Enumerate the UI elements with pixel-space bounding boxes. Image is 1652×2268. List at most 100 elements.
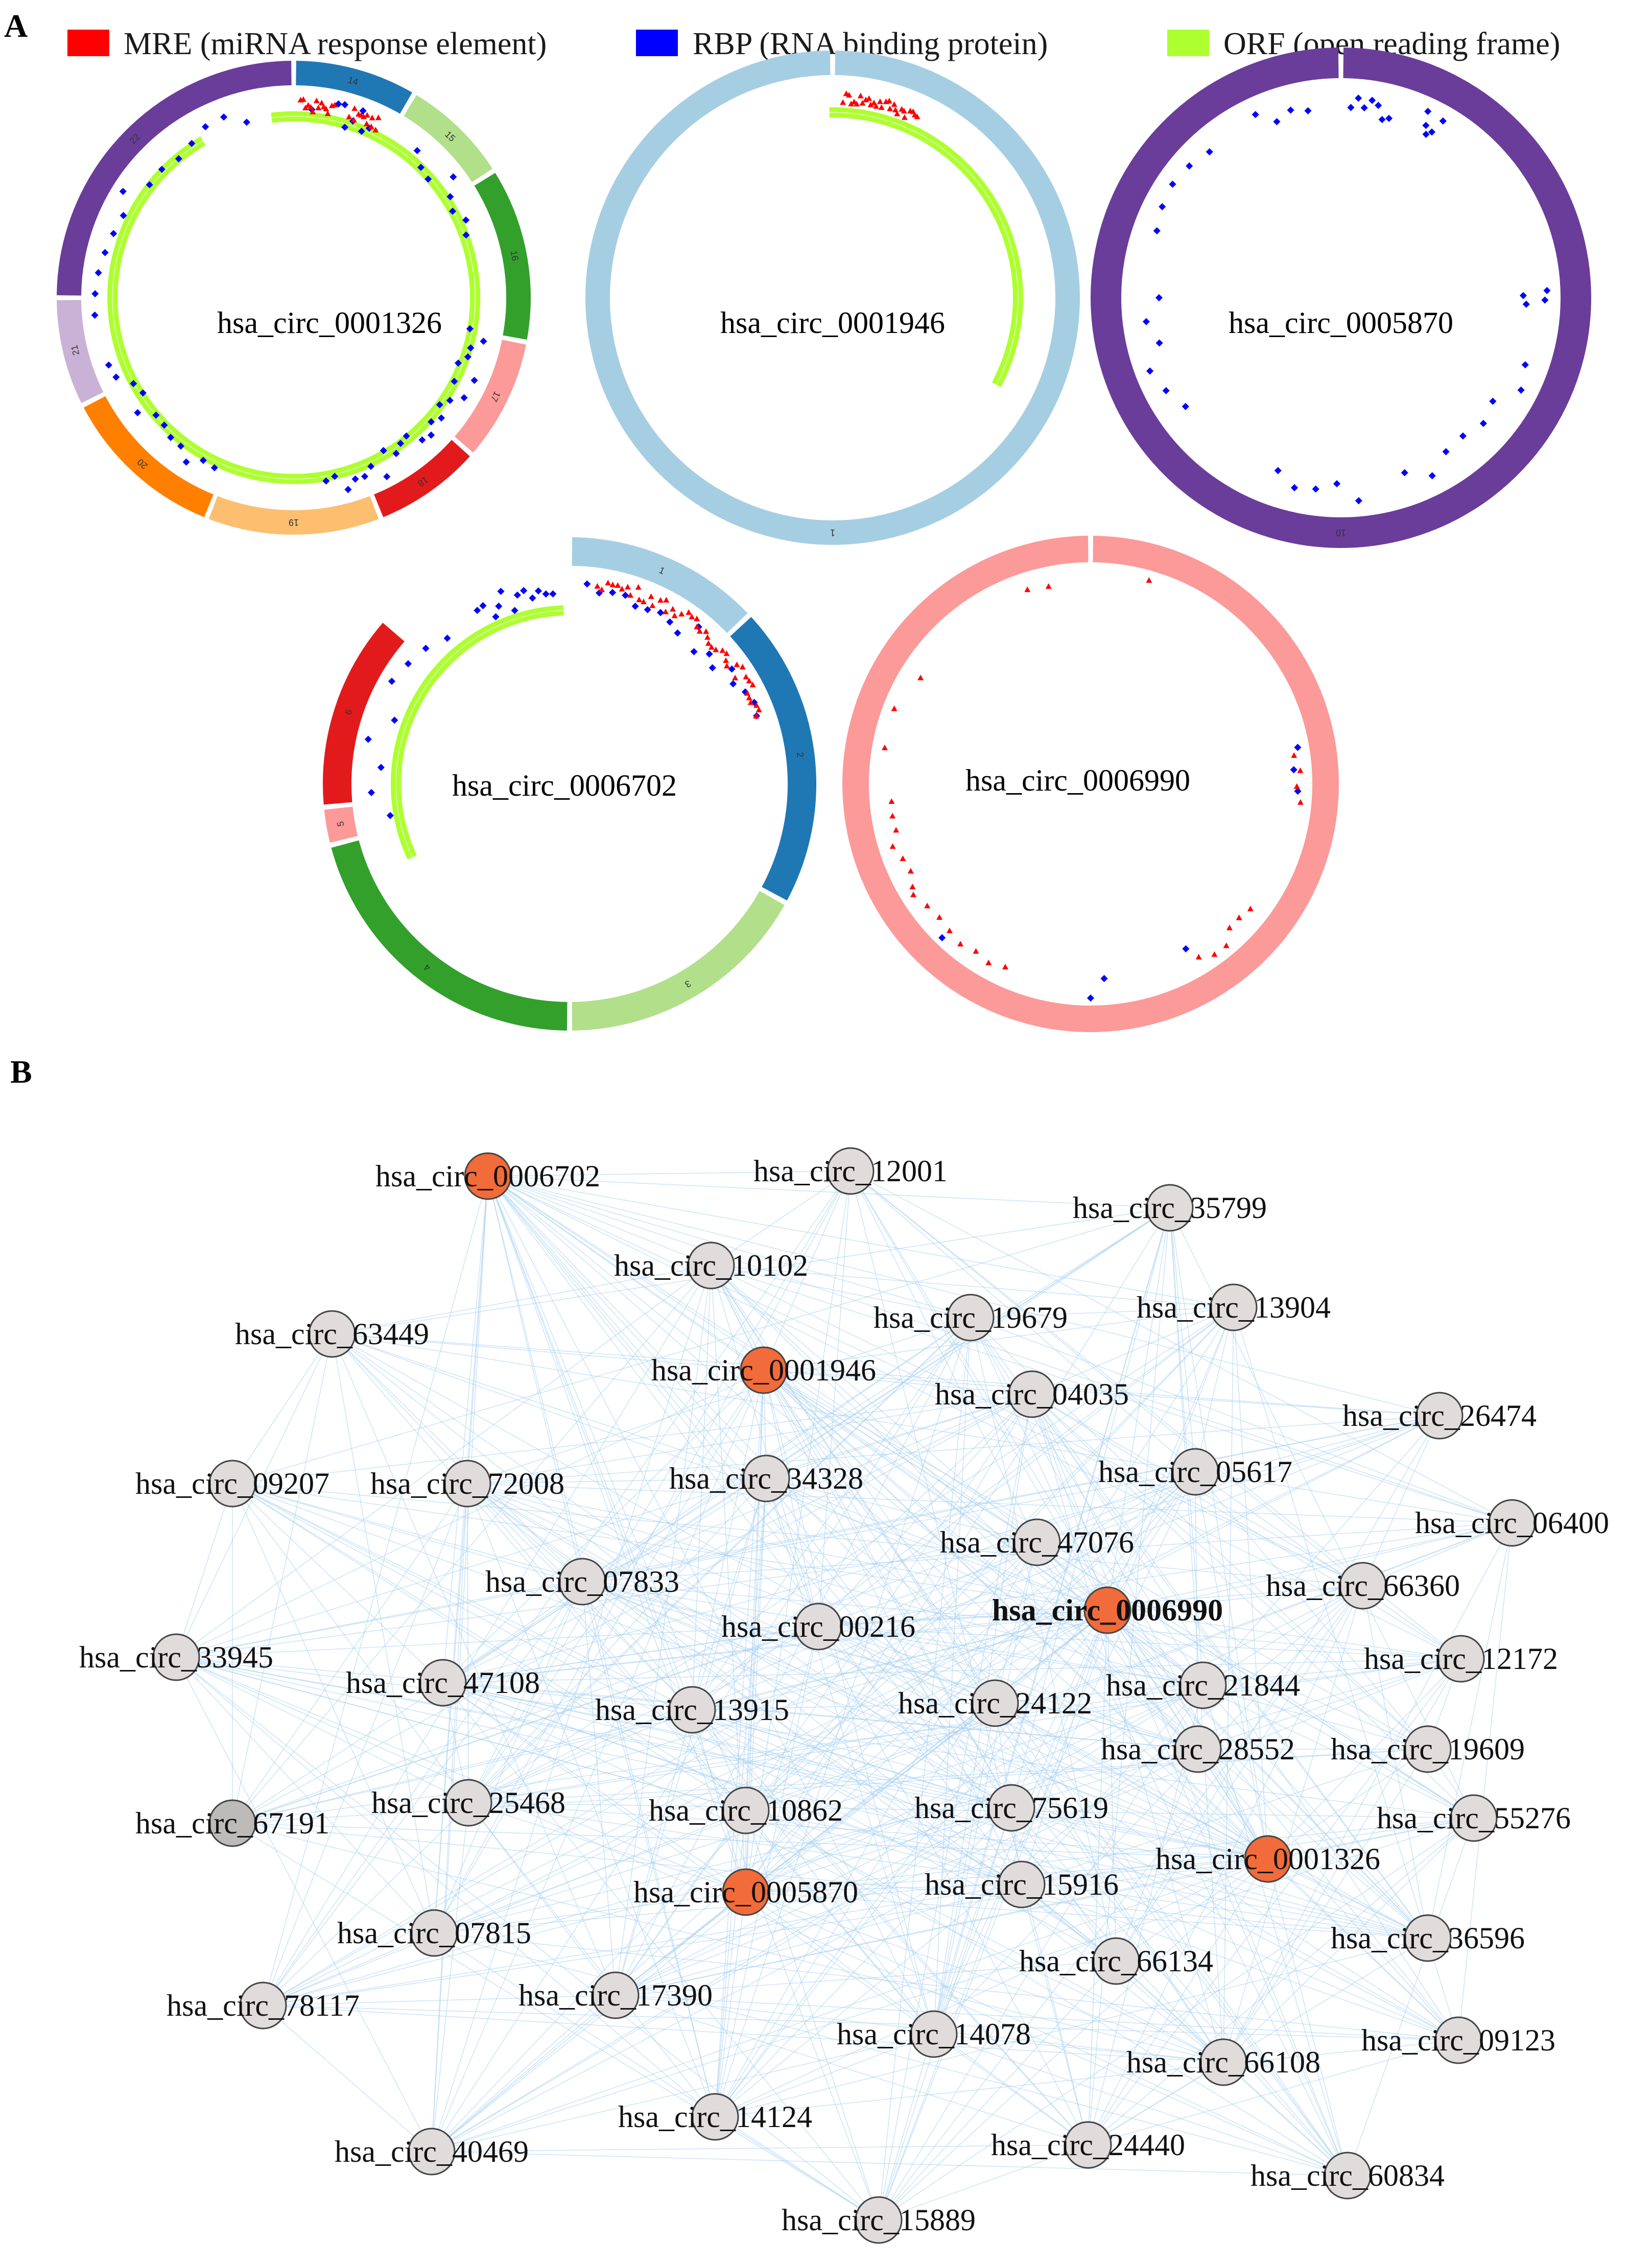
rbp-site <box>377 763 385 771</box>
mre-site <box>364 112 370 118</box>
network-edge <box>1107 1207 1170 1611</box>
circos-segment-label: 2 <box>795 752 806 758</box>
network-node-label: hsa_circ_66360 <box>1266 1569 1460 1603</box>
network-edge <box>1031 1394 1428 1939</box>
rbp-site <box>449 207 457 215</box>
network-edge <box>467 1394 1032 1484</box>
network-edge <box>332 1333 1268 1859</box>
network-node-label: hsa_circ_66134 <box>1019 1944 1213 1978</box>
network-node-circle <box>308 1310 356 1358</box>
network-edge <box>1031 1307 1234 1395</box>
rbp-site <box>351 475 359 483</box>
circos-segment-label: 5 <box>335 821 346 827</box>
circos-segment <box>323 623 405 805</box>
rbp-site <box>460 394 468 401</box>
circos-mre-track <box>882 577 1304 970</box>
network-edge <box>1169 1207 1196 1472</box>
network-edge <box>468 1610 1108 1803</box>
circos-mre-track <box>594 580 762 719</box>
rbp-site <box>938 934 946 942</box>
network-edge <box>1169 1207 1203 1686</box>
mre-site <box>308 104 314 110</box>
network-edge <box>467 1415 1440 1484</box>
network-edge <box>434 1932 1348 2176</box>
network-edge <box>766 1478 1037 1543</box>
network-edge <box>468 1709 693 1803</box>
network-edge <box>232 1333 333 1824</box>
circos-segments: 10 <box>1091 47 1591 548</box>
mre-site <box>609 581 616 587</box>
network-edge <box>176 1657 1474 1819</box>
network-edge <box>1195 1471 1461 1659</box>
network-edge <box>176 1657 435 1933</box>
network-edge <box>615 1394 1032 1996</box>
rbp-site <box>120 211 127 220</box>
network-node-label: hsa_circ_13915 <box>595 1693 789 1727</box>
network-edge <box>1107 1610 1474 1819</box>
network-node-label: hsa_circ_10102 <box>614 1249 808 1282</box>
network-edge <box>431 1858 1268 2152</box>
network-edge <box>1031 1394 1474 1819</box>
network-edge <box>1202 1415 1440 1686</box>
network-edge <box>818 1626 1203 1686</box>
network-node-label: hsa_circ_21844 <box>1106 1668 1300 1702</box>
mre-site <box>1226 924 1233 930</box>
network-edge <box>763 1370 1032 1395</box>
network-edge <box>431 1818 1474 2152</box>
network-edge <box>1195 1307 1234 1472</box>
rbp-site <box>583 580 591 588</box>
network-edge <box>1116 1415 1440 1962</box>
network-edge <box>615 1961 1117 1996</box>
network-edge <box>487 1171 851 1177</box>
network-node-circle <box>947 1294 995 1342</box>
network-edge <box>442 1682 1012 1808</box>
mre-site <box>910 891 916 897</box>
network-node-label: hsa_circ_35799 <box>1073 1191 1267 1225</box>
network-node-circle <box>1146 1184 1194 1232</box>
network-edge <box>1088 1818 1474 2145</box>
network-edge <box>745 1471 1196 1811</box>
mre-site <box>846 92 853 98</box>
mre-site <box>705 640 712 646</box>
rbp-site <box>175 155 182 162</box>
rbp-site <box>437 414 445 422</box>
network-node: hsa_circ_0001946 <box>651 1346 876 1394</box>
network-node-circle <box>1339 1562 1387 1610</box>
network-node: hsa_circ_12172 <box>1364 1635 1558 1683</box>
mre-site <box>753 713 760 719</box>
rbp-site <box>470 376 478 384</box>
network-node-label: hsa_circ_19679 <box>874 1301 1068 1334</box>
orf-arc-highlight <box>829 112 1019 385</box>
network-node-circle <box>794 1603 842 1651</box>
circos-segment <box>474 173 531 340</box>
network-node: hsa_circ_21844 <box>1106 1661 1300 1709</box>
network-edge <box>1107 1307 1234 1611</box>
mre-site <box>907 868 914 874</box>
mre-site <box>649 602 656 608</box>
network-node-circle <box>1199 2038 1247 2086</box>
network-edge <box>468 1581 583 1803</box>
network-edge <box>442 1626 819 1683</box>
network-edge <box>582 1317 971 1582</box>
mre-site <box>888 798 895 804</box>
rbp-site <box>91 290 99 298</box>
network-edge <box>431 1317 971 2152</box>
network-edge <box>431 1176 488 2152</box>
network-node: hsa_circ_33945 <box>79 1633 273 1681</box>
network-edge <box>468 1307 1234 1803</box>
network-edge <box>431 1807 1012 2152</box>
network-node-circle <box>691 2093 739 2141</box>
network-edge <box>763 1370 1012 1808</box>
network-node: hsa_circ_78117 <box>167 1981 360 2030</box>
network-edge <box>263 1932 435 2006</box>
network-edge <box>176 1415 1440 1658</box>
network-edge <box>615 1265 712 1996</box>
network-node-label: hsa_circ_60834 <box>1250 2159 1445 2192</box>
circos-segment <box>57 61 292 296</box>
circos-segment <box>57 300 104 403</box>
network-edge <box>715 2116 879 2221</box>
network-node-circle <box>740 1346 788 1394</box>
panel-letter-a: A <box>4 8 28 44</box>
rbp-site <box>666 618 674 626</box>
